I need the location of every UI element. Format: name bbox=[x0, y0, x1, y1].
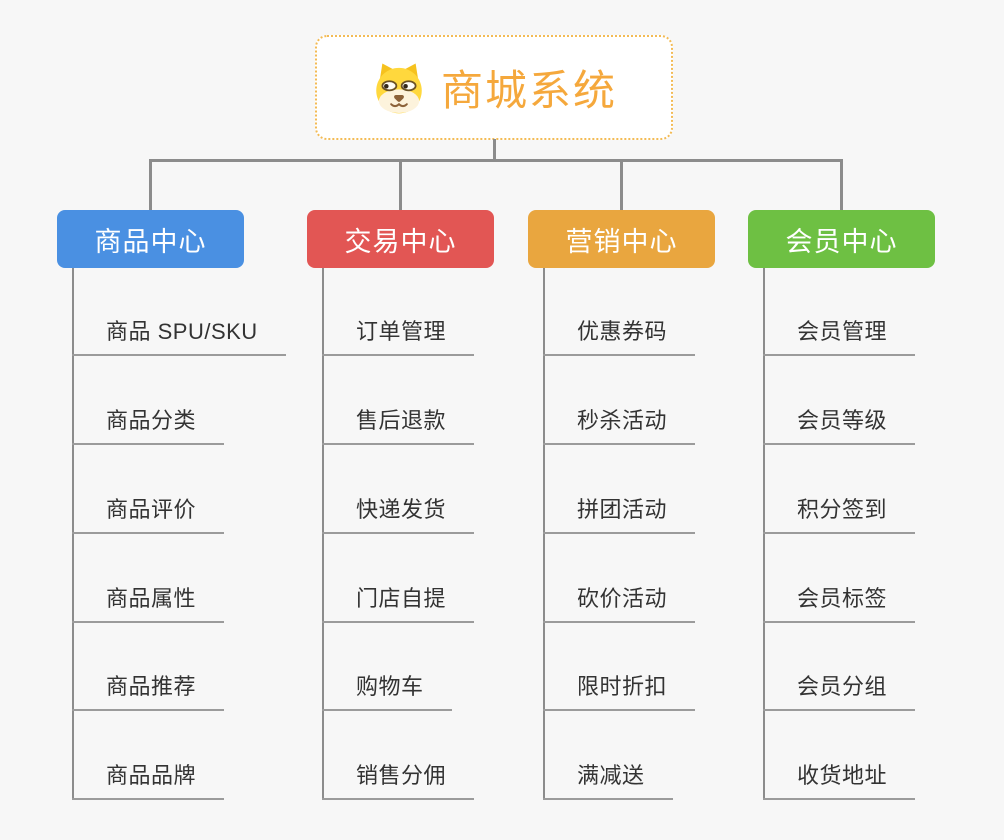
leaf-node-shopping-cart[interactable]: 购物车 bbox=[322, 663, 452, 711]
branch-node-trade-center[interactable]: 交易中心 bbox=[307, 210, 494, 268]
connector-stub-product-center bbox=[149, 159, 152, 210]
leaf-node-express-shipping[interactable]: 快递发货 bbox=[322, 486, 475, 534]
leaf-node-sales-commission[interactable]: 销售分佣 bbox=[322, 752, 475, 800]
leaf-node-time-discount[interactable]: 限时折扣 bbox=[543, 663, 696, 711]
leaf-node-member-level[interactable]: 会员等级 bbox=[763, 397, 916, 445]
connector-stub-marketing-center bbox=[620, 159, 623, 210]
leaf-node-points-checkin[interactable]: 积分签到 bbox=[763, 486, 916, 534]
root-node-label: 商城系统 bbox=[440, 67, 617, 114]
leaf-node-product-recommend[interactable]: 商品推荐 bbox=[72, 663, 225, 711]
root-node-mall-system[interactable]: 商城系统 bbox=[315, 35, 673, 140]
connector-spine-product-center bbox=[72, 268, 74, 800]
connector-spine-trade-center bbox=[322, 268, 324, 800]
leaf-node-product-attribute[interactable]: 商品属性 bbox=[72, 575, 225, 623]
leaf-node-bargain[interactable]: 砍价活动 bbox=[543, 575, 696, 623]
leaf-node-flash-sale[interactable]: 秒杀活动 bbox=[543, 397, 696, 445]
leaf-node-product-review[interactable]: 商品评价 bbox=[72, 486, 225, 534]
leaf-node-product-category[interactable]: 商品分类 bbox=[72, 397, 225, 445]
branch-node-member-center[interactable]: 会员中心 bbox=[748, 210, 935, 268]
leaf-node-member-management[interactable]: 会员管理 bbox=[763, 308, 916, 356]
dog-face-icon bbox=[376, 63, 422, 113]
leaf-node-member-group[interactable]: 会员分组 bbox=[763, 663, 916, 711]
leaf-node-spend-save[interactable]: 满减送 bbox=[543, 752, 673, 800]
leaf-node-aftersale-refund[interactable]: 售后退款 bbox=[322, 397, 475, 445]
branch-node-product-center[interactable]: 商品中心 bbox=[57, 210, 244, 268]
leaf-node-product-brand[interactable]: 商品品牌 bbox=[72, 752, 225, 800]
connector-spine-marketing-center bbox=[543, 268, 545, 800]
leaf-node-store-pickup[interactable]: 门店自提 bbox=[322, 575, 475, 623]
leaf-node-group-buy[interactable]: 拼团活动 bbox=[543, 486, 696, 534]
leaf-node-member-tag[interactable]: 会员标签 bbox=[763, 575, 916, 623]
connector-stub-trade-center bbox=[399, 159, 402, 210]
leaf-node-product-spu-sku[interactable]: 商品 SPU/SKU bbox=[72, 308, 286, 356]
branch-node-marketing-center[interactable]: 营销中心 bbox=[528, 210, 715, 268]
leaf-node-coupon-code[interactable]: 优惠券码 bbox=[543, 308, 696, 356]
connector-stub-member-center bbox=[840, 159, 843, 210]
leaf-node-order-management[interactable]: 订单管理 bbox=[322, 308, 475, 356]
leaf-node-shipping-address[interactable]: 收货地址 bbox=[763, 752, 916, 800]
connector-root-stem bbox=[493, 139, 496, 161]
connector-branch-rail bbox=[149, 159, 843, 162]
connector-spine-member-center bbox=[763, 268, 765, 800]
